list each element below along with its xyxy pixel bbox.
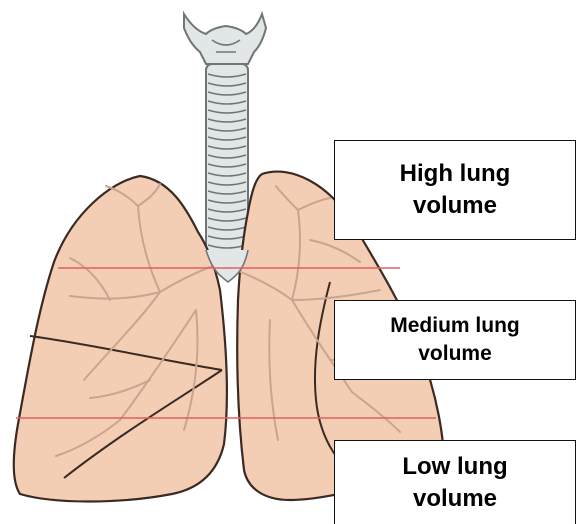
larynx (184, 14, 266, 64)
right-lung (14, 176, 227, 502)
medium-lung-volume-label: Medium lung volume (334, 300, 576, 380)
high-lung-volume-label: High lung volume (334, 140, 576, 240)
low-lung-volume-label: Low lung volume (334, 440, 576, 524)
low-label-line2: volume (402, 483, 507, 515)
high-label-line2: volume (400, 190, 511, 222)
low-label-line1: Low lung (402, 451, 507, 483)
trachea (206, 64, 248, 256)
high-label-line1: High lung (400, 158, 511, 190)
medium-label-line1: Medium lung (390, 312, 520, 340)
medium-label-line2: volume (390, 340, 520, 368)
